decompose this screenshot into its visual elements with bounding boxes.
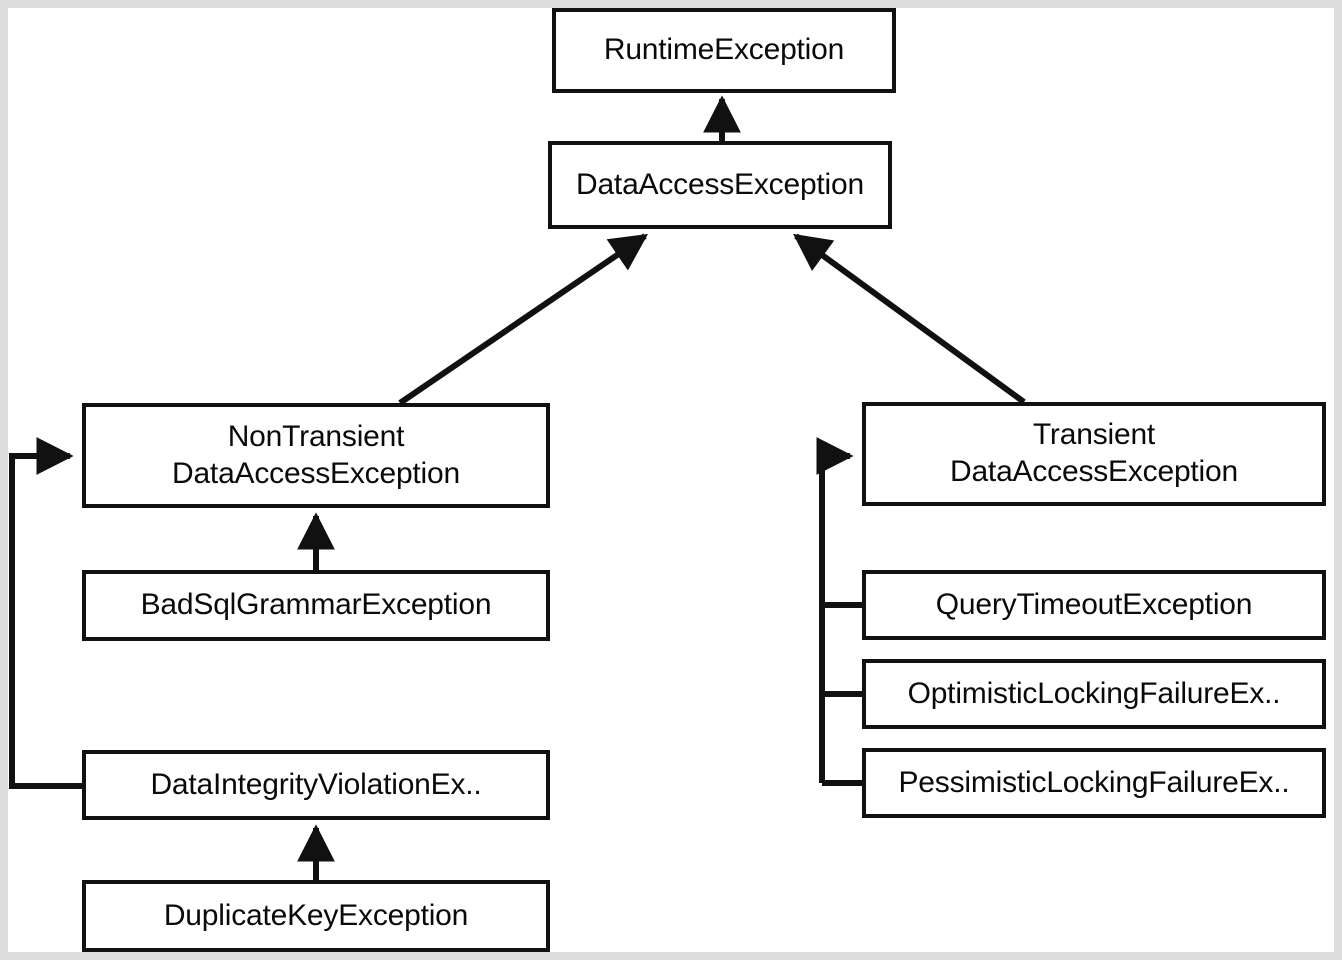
page-frame-left (0, 0, 8, 960)
edge-nontransient-to-dae (398, 233, 648, 406)
node-optimistic-locking-failure-exception[interactable]: OptimisticLockingFailureEx.. (862, 659, 1326, 729)
node-data-integrity-violation-exception[interactable]: DataIntegrityViolationEx.. (82, 750, 550, 820)
page-frame-top (0, 0, 1342, 8)
node-transient-data-access-exception[interactable]: Transient DataAccessException (862, 402, 1326, 506)
node-query-timeout-exception[interactable]: QueryTimeoutException (862, 570, 1326, 640)
node-non-transient-data-access-exception[interactable]: NonTransient DataAccessException (82, 403, 550, 508)
node-pessimistic-locking-failure-exception[interactable]: PessimisticLockingFailureEx.. (862, 748, 1326, 818)
edge-transient-children-bus (816, 437, 862, 786)
node-bad-sql-grammar-exception[interactable]: BadSqlGrammarException (82, 570, 550, 641)
page-frame-right (1334, 0, 1342, 960)
node-runtime-exception[interactable]: RuntimeException (552, 8, 896, 93)
edge-dataintegrity-to-nontransient-bus (9, 437, 82, 789)
page-frame-bottom (0, 952, 1342, 960)
node-duplicate-key-exception[interactable]: DuplicateKeyException (82, 880, 550, 952)
node-data-access-exception[interactable]: DataAccessException (548, 141, 892, 229)
edge-transient-to-dae (793, 233, 1026, 405)
